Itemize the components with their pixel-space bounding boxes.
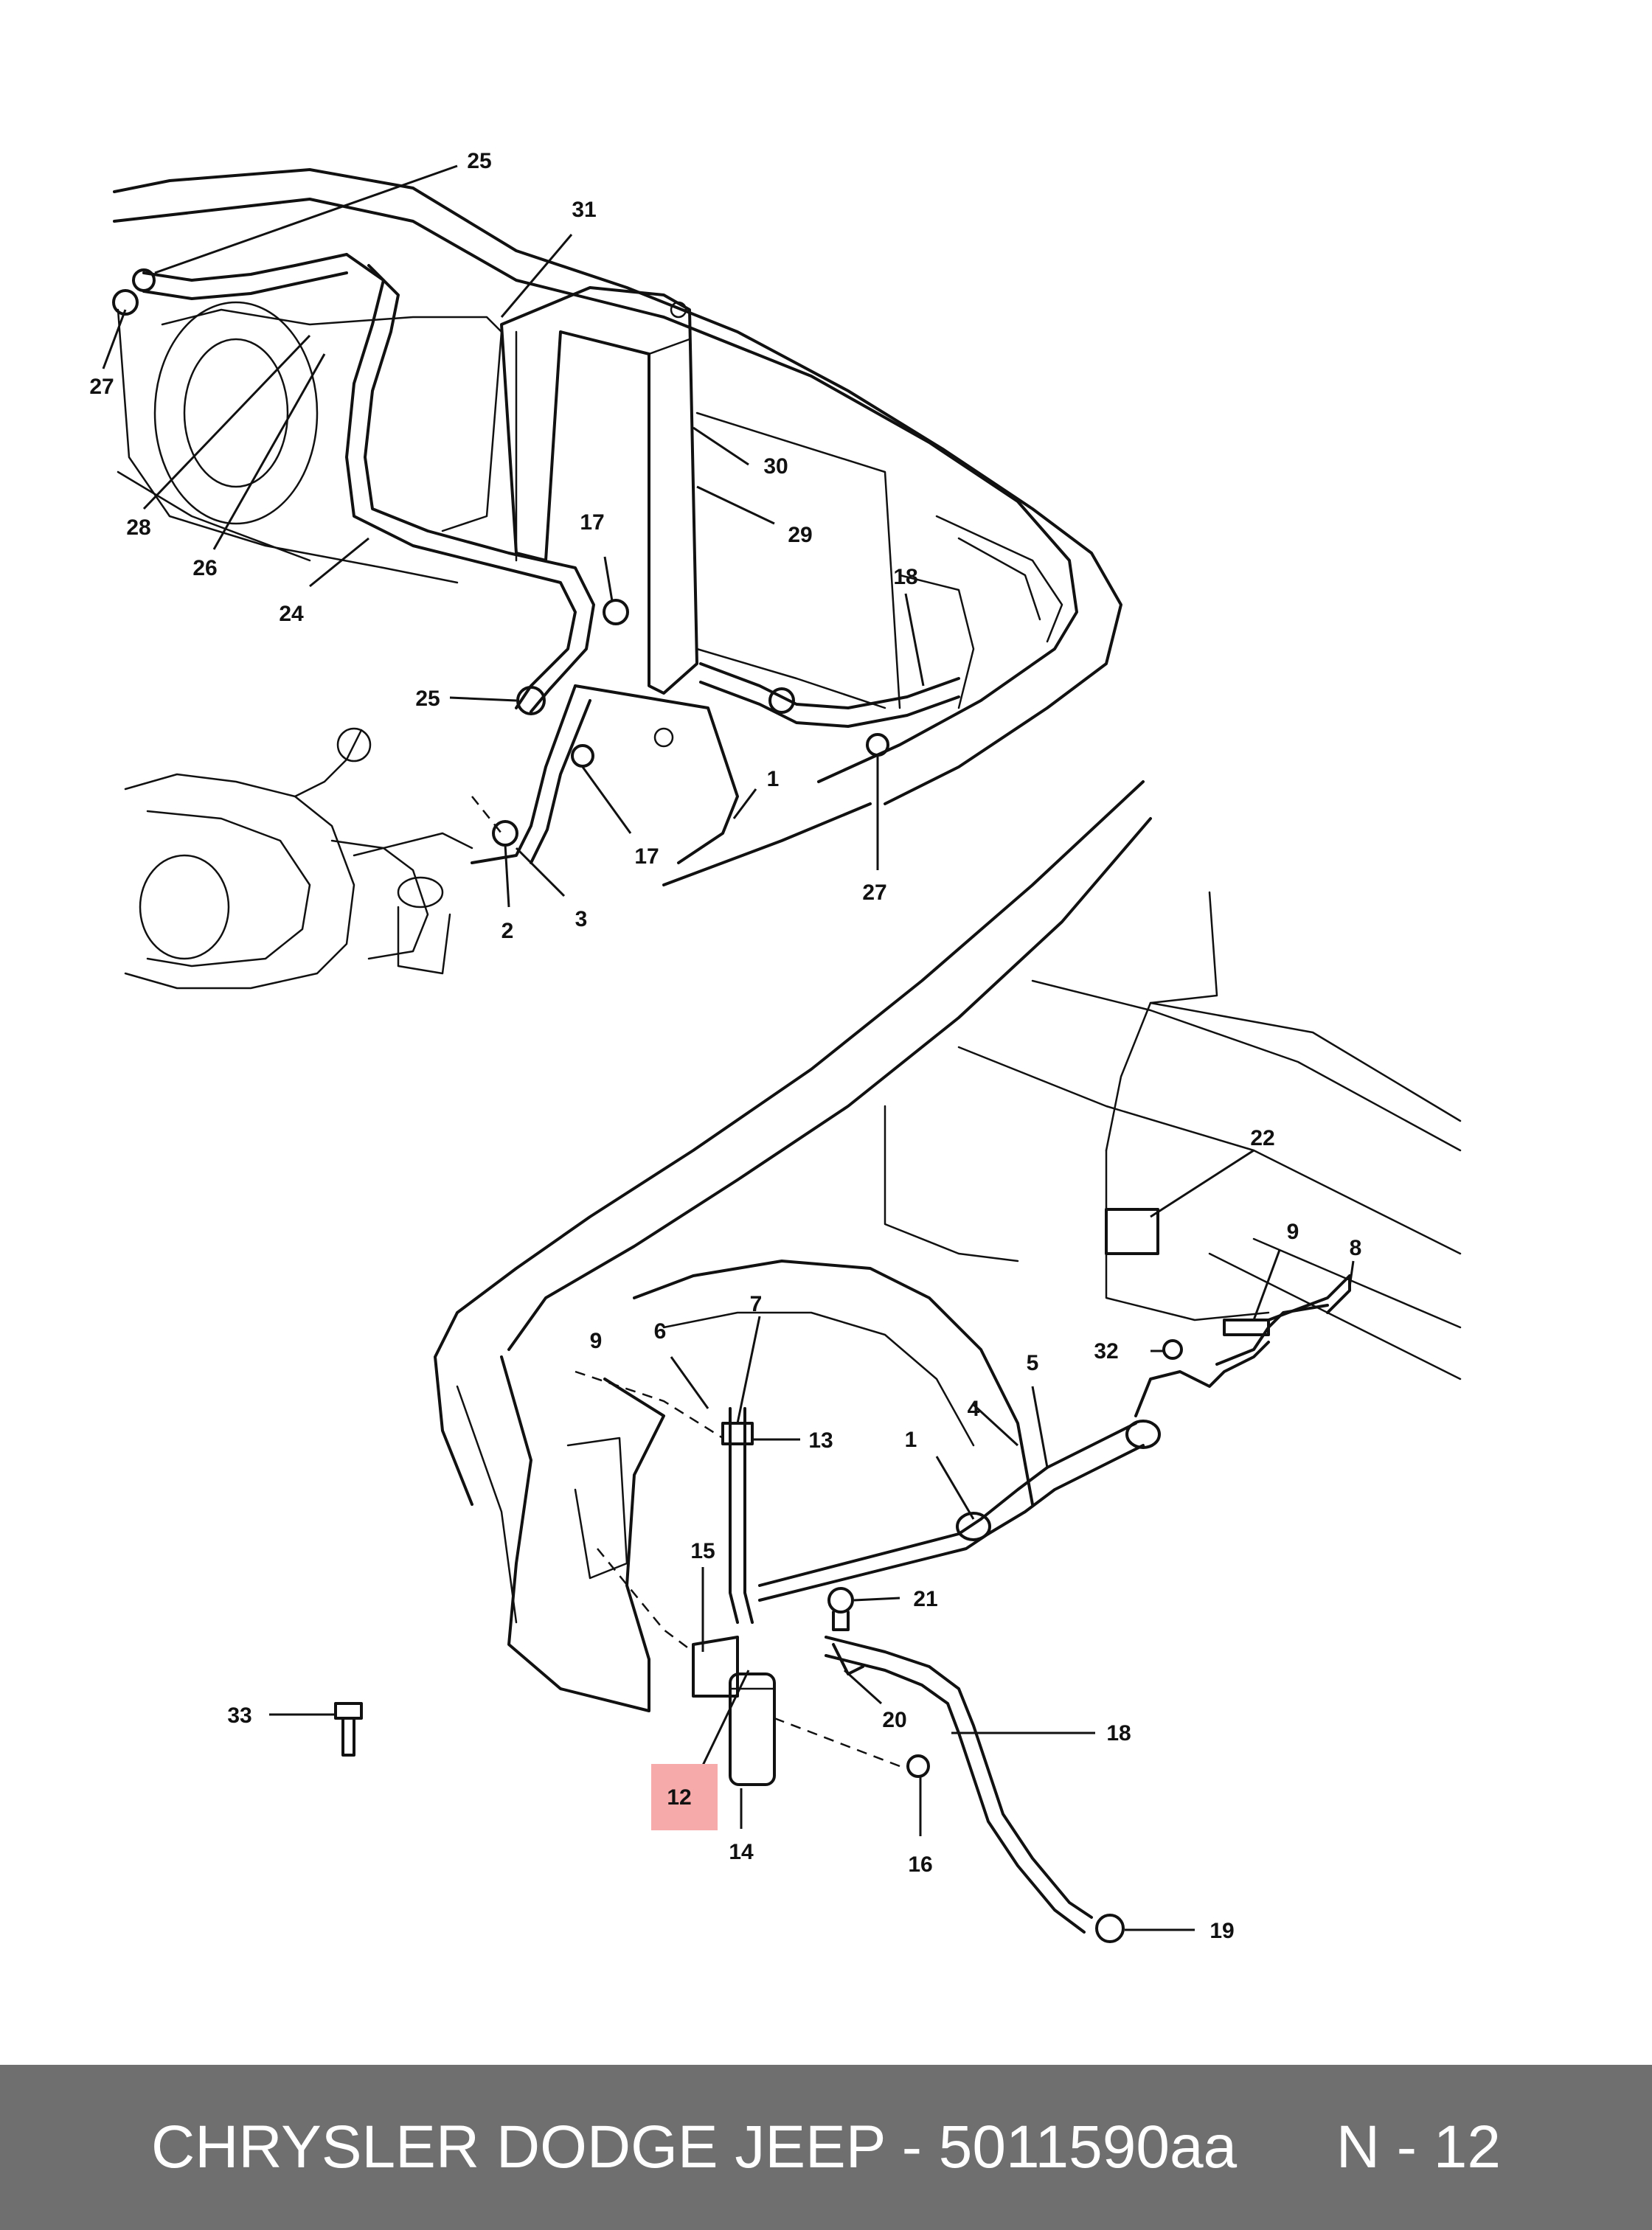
- callout-label: 33: [227, 1703, 251, 1728]
- callout-label: 16: [908, 1852, 932, 1877]
- callout-label: 14: [729, 1840, 754, 1864]
- callout-label: 31: [572, 198, 596, 222]
- callout-label: 27: [862, 880, 886, 905]
- diagram-drawing: 25 31 27 28 26 24 30 29 17 18 25 1 17 2 …: [89, 149, 1462, 1943]
- callout-label: 32: [1094, 1339, 1118, 1364]
- callout-label: 9: [1287, 1220, 1299, 1244]
- parts-diagram: 25 31 27 28 26 24 30 29 17 18 25 1 17 2 …: [89, 149, 1462, 1943]
- callout-label: 18: [1106, 1721, 1131, 1746]
- callout-label: 17: [580, 510, 604, 535]
- callout-label: 15: [690, 1539, 715, 1563]
- upper-assembly-drawing: [112, 168, 1122, 990]
- callout-label: 2: [502, 919, 514, 943]
- callout-label: 8: [1350, 1236, 1362, 1260]
- callout-label: 9: [590, 1329, 603, 1353]
- callout-label: 22: [1250, 1126, 1274, 1150]
- part-number-caption: CHRYSLER DODGE JEEP - 5011590aa: [151, 2113, 1238, 2181]
- callout-label: 27: [89, 375, 114, 399]
- callout-label: 3: [575, 907, 588, 931]
- callout-label: 19: [1210, 1919, 1234, 1943]
- callout-label: 1: [905, 1428, 917, 1452]
- callout-label: 24: [279, 602, 304, 626]
- callout-label: 28: [126, 515, 150, 540]
- callout-label: 26: [192, 556, 217, 580]
- page-reference: N - 12: [1336, 2113, 1501, 2181]
- callout-label: 4: [968, 1397, 980, 1421]
- callout-label-highlighted: 12: [667, 1785, 691, 1810]
- callout-label: 6: [654, 1319, 667, 1344]
- callout-label: 25: [415, 687, 440, 711]
- callout-leaders: [102, 164, 1355, 1931]
- callout-label: 21: [913, 1587, 937, 1611]
- highlight-box: [651, 1764, 718, 1830]
- callout-label: 7: [750, 1292, 763, 1316]
- callout-label: 13: [808, 1428, 833, 1453]
- callout-label: 20: [882, 1708, 906, 1732]
- callout-label: 18: [893, 565, 917, 589]
- callout-label: 29: [788, 523, 812, 547]
- callout-label: 30: [763, 454, 788, 479]
- lower-assembly-drawing: [334, 780, 1462, 1943]
- callout-label: 25: [467, 149, 491, 173]
- footer-bar: CHRYSLER DODGE JEEP - 5011590aa N - 12: [0, 2065, 1652, 2230]
- callout-label: 1: [767, 767, 780, 791]
- callout-label: 17: [634, 844, 659, 869]
- callout-label: 5: [1027, 1351, 1039, 1375]
- callout-labels: 25 31 27 28 26 24 30 29 17 18 25 1 17 2 …: [89, 149, 1361, 1943]
